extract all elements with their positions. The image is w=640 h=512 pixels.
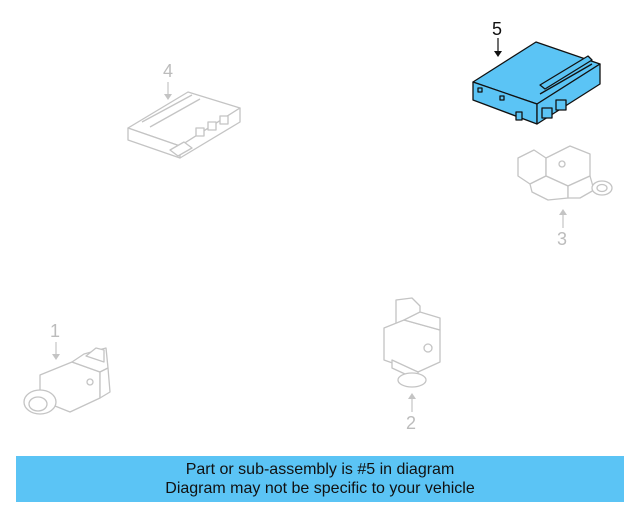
callout-5: 5 bbox=[492, 19, 503, 39]
leader-arrow-3 bbox=[559, 209, 567, 215]
info-banner: Part or sub-assembly is #5 in diagram Di… bbox=[16, 456, 624, 502]
leader-arrow-1 bbox=[52, 354, 60, 360]
leader-arrow-2 bbox=[408, 393, 416, 399]
banner-line-1: Part or sub-assembly is #5 in diagram bbox=[185, 461, 455, 478]
banner-line-2: Diagram may not be specific to your vehi… bbox=[165, 480, 475, 497]
part-4-control-module[interactable] bbox=[127, 91, 241, 159]
part-3-camera-bracket[interactable] bbox=[517, 145, 613, 201]
callout-2: 2 bbox=[406, 413, 417, 433]
leader-arrow-5 bbox=[494, 51, 502, 57]
part-5-module-highlighted[interactable] bbox=[472, 41, 601, 125]
leader-arrow-4 bbox=[164, 94, 172, 100]
callout-1: 1 bbox=[50, 321, 61, 341]
callout-3: 3 bbox=[557, 229, 568, 249]
part-2-front-camera[interactable] bbox=[383, 297, 441, 388]
callout-4: 4 bbox=[163, 61, 174, 81]
part-1-rear-camera[interactable] bbox=[23, 347, 111, 415]
